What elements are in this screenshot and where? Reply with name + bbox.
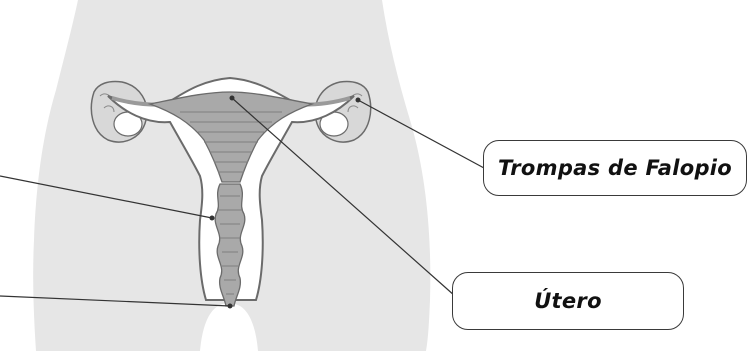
label-trompas-de-falopio: Trompas de Falopio bbox=[483, 140, 747, 196]
label-utero: Útero bbox=[452, 272, 684, 330]
